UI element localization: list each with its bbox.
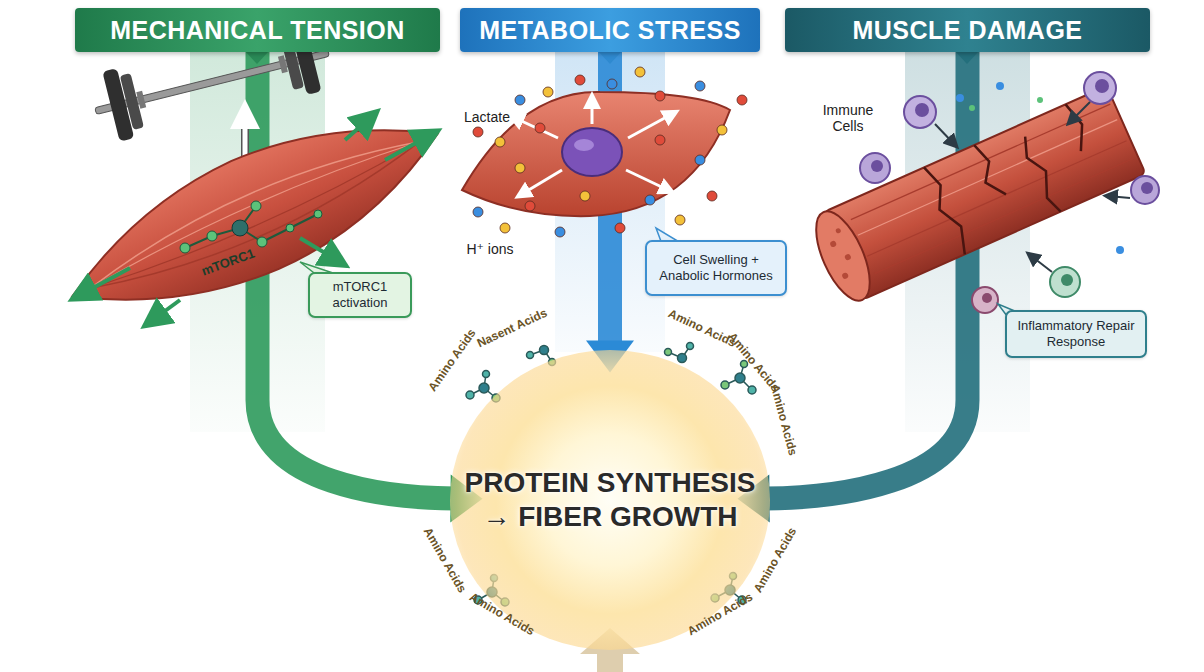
immune-arrows	[935, 102, 1130, 272]
lift-arrow	[243, 114, 248, 158]
flow-arrow-shaft	[258, 52, 455, 499]
metabolite-label: Lactate	[464, 109, 510, 125]
banner-pointer	[245, 51, 269, 64]
cell-label: Immune Cells	[817, 102, 879, 134]
amino-label: Amino Acids	[425, 326, 478, 394]
node-text: Inflammatory Repair Response	[1012, 318, 1140, 351]
muscle-cell	[462, 92, 730, 216]
category-banner: MUSCLE DAMAGE	[785, 8, 1150, 52]
nucleus	[562, 128, 622, 176]
immune-cells	[860, 72, 1159, 313]
flow-arrow-shaft	[765, 52, 967, 499]
node-text: MUSCLE DAMAGE	[852, 16, 1082, 45]
amino-label: Nasent Acids	[475, 306, 549, 351]
callout-box: mTORC1 activation	[308, 272, 412, 318]
metabolite-dots	[473, 67, 747, 237]
banner-pointer	[598, 51, 622, 64]
node-text: METABOLIC STRESS	[479, 16, 741, 45]
node-text: mTORC1 activation	[315, 279, 405, 312]
nucleus-highlight	[574, 139, 594, 151]
muscle-fiber	[805, 86, 1146, 308]
mtorc1-molecule	[180, 201, 322, 253]
amino-label: Amino Acids	[666, 306, 738, 349]
banner-pointer	[955, 51, 979, 64]
signal-dots	[956, 82, 1124, 254]
metabolite-label: H⁺ ions	[466, 241, 513, 257]
node-text: Cell Swelling + Anabolic Hormones	[652, 252, 780, 285]
node-text: PROTEIN SYNTHESIS → FIBER GROWTH	[460, 466, 760, 533]
muscle-belly	[48, 80, 461, 350]
amino-label: Amino Acids	[768, 383, 800, 457]
swelling-arrows	[515, 100, 672, 194]
tension-arrows	[78, 116, 432, 322]
category-banner: METABOLIC STRESS	[460, 8, 760, 52]
category-banner: MECHANICAL TENSION	[75, 8, 440, 52]
node-text: MECHANICAL TENSION	[110, 16, 405, 45]
flow-arrow	[258, 52, 483, 523]
callout-box: Cell Swelling + Anabolic Hormones	[645, 240, 787, 296]
callout-box: Inflammatory Repair Response	[1005, 310, 1147, 358]
lift-arrow-outline	[241, 112, 249, 158]
